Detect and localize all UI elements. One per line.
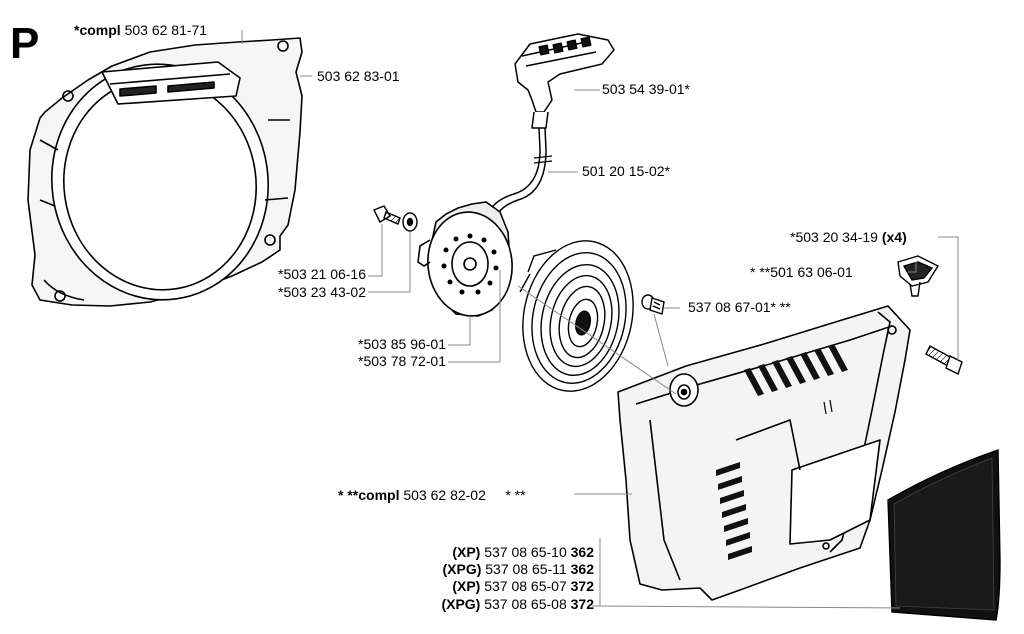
label-spring-screw: 537 08 67-01* ** [688, 299, 791, 315]
cover-bushing-part [669, 373, 699, 407]
label-starter-cord: 501 20 15-02* [582, 163, 670, 179]
decal-list-row: (XPG) 537 08 65-11 362 [442, 561, 594, 577]
label-compl-top: *compl 503 62 81-71 [74, 22, 208, 38]
label-pulley-a: *503 85 96-01 [358, 336, 446, 352]
fan-housing-part [27, 37, 303, 307]
starter-pulley-part [417, 201, 513, 317]
starter-cover-part [617, 305, 911, 601]
label-screw-x4: *503 20 34-19 (x4) [790, 229, 907, 245]
label-compl-cover: * **compl 503 62 82-02 * ** [338, 487, 526, 503]
bolt-part [373, 205, 401, 225]
label-fan-housing: 503 62 83-01 [317, 68, 400, 84]
starter-handle-part [514, 33, 615, 129]
decal-list-row: (XP) 537 08 65-10 362 [452, 544, 594, 560]
spring-screw-part [641, 294, 665, 315]
label-starter-handle: 503 54 39-01* [602, 81, 690, 97]
decal-list-row: (XP) 537 08 65-07 372 [452, 578, 594, 594]
grommet-part [897, 255, 940, 297]
cover-screw-part [925, 345, 963, 375]
label-washer: *503 23 43-02 [278, 284, 366, 300]
washer-part [402, 212, 418, 232]
leader-lines [241, 30, 959, 609]
decal-part [887, 449, 1001, 621]
label-grommet: * **501 63 06-01 [750, 264, 853, 280]
label-pulley-b: *503 78 72-01 [358, 353, 446, 369]
decal-list-row: (XPG) 537 08 65-08 372 [441, 596, 594, 612]
recoil-spring-part [519, 240, 634, 392]
section-letter: P [10, 19, 40, 68]
starter-cord-part [487, 127, 553, 221]
label-bolt: *503 21 06-16 [278, 266, 366, 282]
